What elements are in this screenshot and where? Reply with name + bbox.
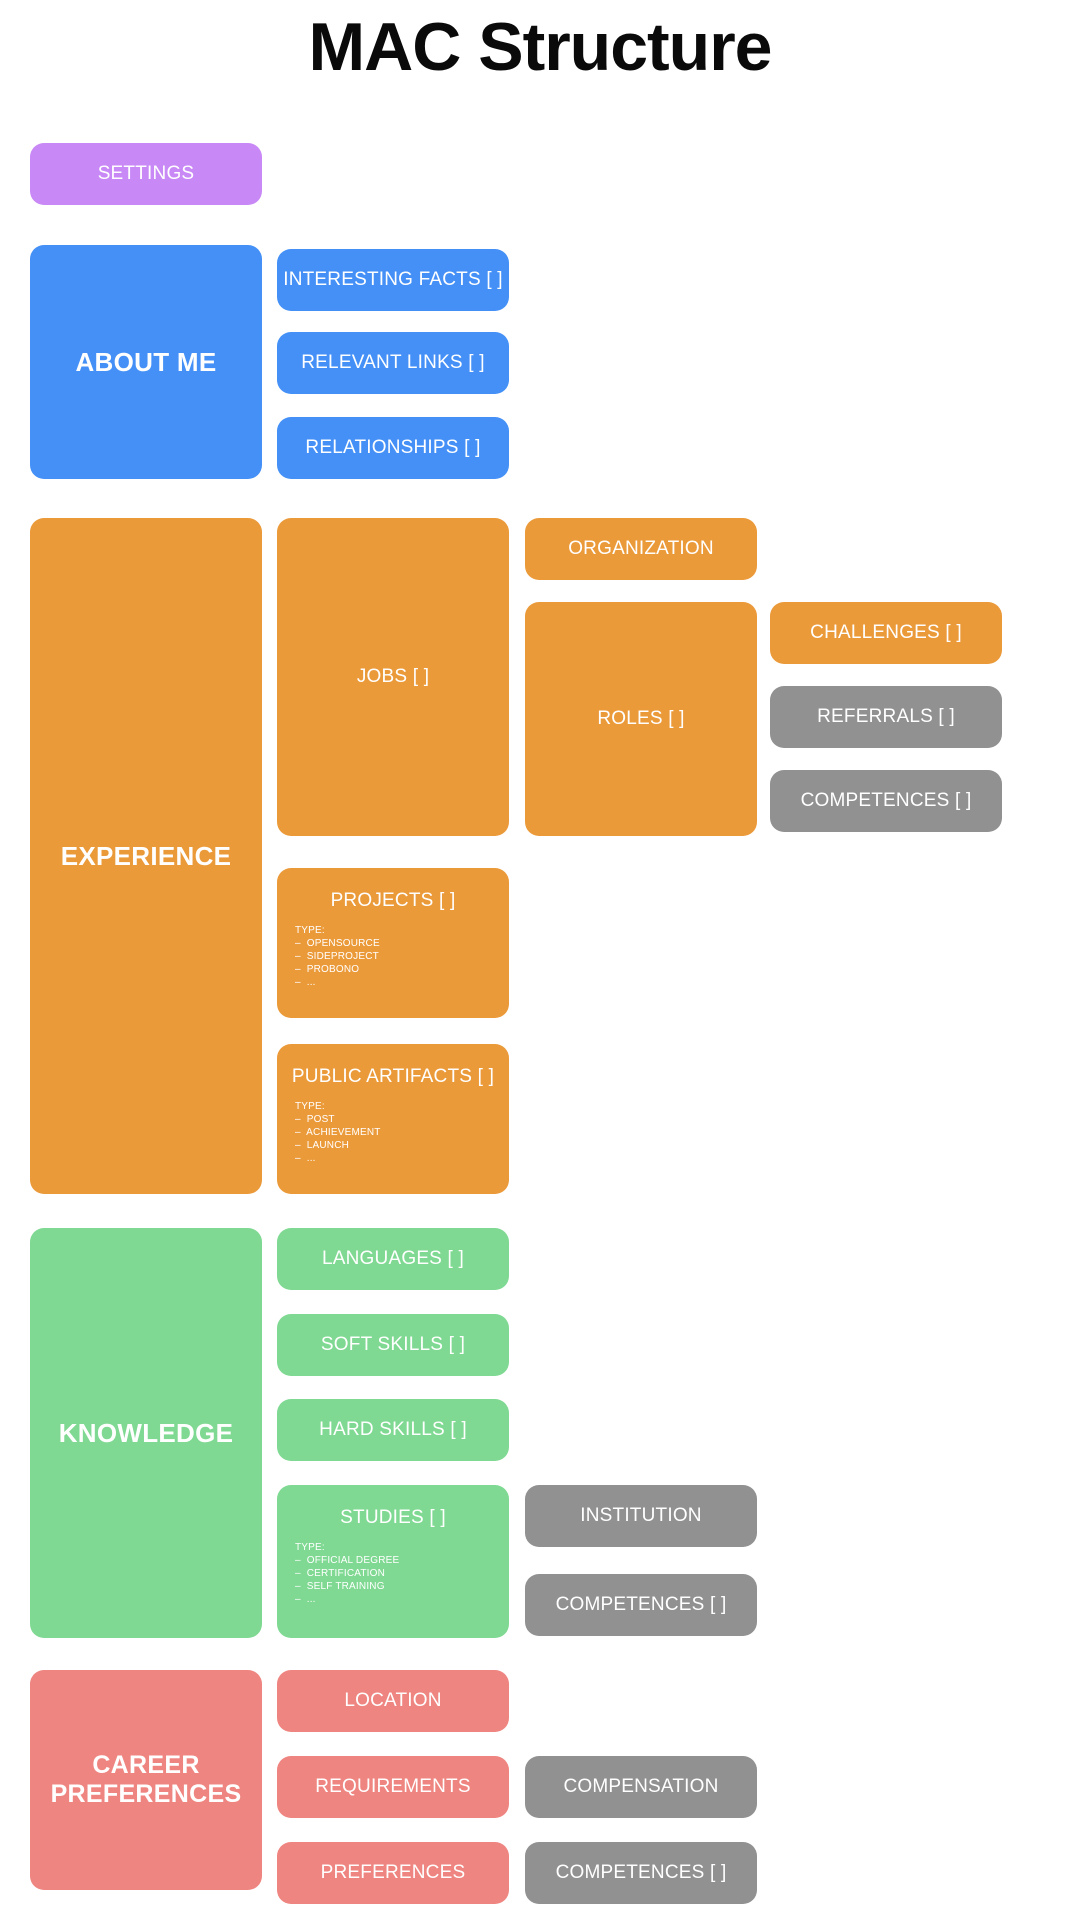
node-knowledge-label: KNOWLEDGE [58, 1417, 234, 1448]
node-public-artifacts-type-item: – POST [295, 1114, 335, 1125]
node-career-competences[interactable]: COMPETENCES [ ] [525, 1842, 757, 1904]
node-studies[interactable]: STUDIES [ ] TYPE: – OFFICIAL DEGREE – CE… [277, 1485, 509, 1638]
node-career-preferences-label: CAREER PREFERENCES [51, 1751, 242, 1810]
node-studies-type-label: TYPE: [295, 1542, 325, 1553]
node-career-preferences[interactable]: CAREER PREFERENCES [30, 1670, 262, 1890]
node-jobs[interactable]: JOBS [ ] [277, 518, 509, 836]
node-settings-label: SETTINGS [97, 162, 195, 184]
node-challenges-label: CHALLENGES [ ] [810, 622, 962, 643]
node-career-preferences-label-line2: PREFERENCES [50, 1780, 242, 1808]
node-public-artifacts-type-item: – ... [295, 1153, 316, 1164]
node-hard-skills[interactable]: HARD SKILLS [ ] [277, 1399, 509, 1461]
node-soft-skills-label: SOFT SKILLS [ ] [320, 1334, 466, 1355]
node-jobs-label: JOBS [ ] [356, 666, 430, 687]
node-studies-type-item: – ... [295, 1594, 316, 1605]
node-public-artifacts[interactable]: PUBLIC ARTIFACTS [ ] TYPE: – POST – ACHI… [277, 1044, 509, 1194]
node-public-artifacts-type-label: TYPE: [295, 1101, 325, 1112]
node-projects-type-item: – OPENSOURCE [295, 938, 380, 949]
node-roles[interactable]: ROLES [ ] [525, 602, 757, 836]
node-studies-type-list: TYPE: – OFFICIAL DEGREE – CERTIFICATION … [295, 1541, 399, 1606]
node-challenges[interactable]: CHALLENGES [ ] [770, 602, 1002, 664]
node-projects-label: PROJECTS [ ] [330, 890, 456, 911]
node-experience[interactable]: EXPERIENCE [30, 518, 262, 1194]
node-public-artifacts-type-item: – LAUNCH [295, 1140, 350, 1151]
node-experience-competences[interactable]: COMPETENCES [ ] [770, 770, 1002, 832]
node-knowledge[interactable]: KNOWLEDGE [30, 1228, 262, 1638]
node-projects-type-item: – SIDEPROJECT [295, 951, 379, 962]
node-preferences[interactable]: PREFERENCES [277, 1842, 509, 1904]
node-projects-type-item: – PROBONO [295, 964, 360, 975]
node-institution-label: INSTITUTION [580, 1505, 702, 1526]
node-public-artifacts-type-item: – ACHIEVEMENT [295, 1127, 381, 1138]
node-languages-label: LANGUAGES [ ] [322, 1248, 464, 1269]
node-organization[interactable]: ORGANIZATION [525, 518, 757, 580]
node-compensation-label: COMPENSATION [563, 1776, 719, 1797]
node-studies-label: STUDIES [ ] [340, 1507, 446, 1528]
node-knowledge-competences-label: COMPETENCES [ ] [555, 1594, 727, 1615]
node-relevant-links[interactable]: RELEVANT LINKS [ ] [277, 332, 509, 394]
node-roles-label: ROLES [ ] [597, 708, 685, 729]
node-relevant-links-label: RELEVANT LINKS [ ] [301, 352, 485, 373]
node-public-artifacts-type-list: TYPE: – POST – ACHIEVEMENT – LAUNCH – ..… [295, 1100, 381, 1165]
page-title: MAC Structure [308, 9, 772, 85]
node-relationships[interactable]: RELATIONSHIPS [ ] [277, 417, 509, 479]
node-experience-competences-label: COMPETENCES [ ] [800, 790, 972, 811]
node-hard-skills-label: HARD SKILLS [ ] [319, 1419, 467, 1440]
node-projects-type-item: – ... [295, 977, 316, 988]
node-studies-type-item: – OFFICIAL DEGREE [295, 1555, 400, 1566]
node-projects-type-list: TYPE: – OPENSOURCE – SIDEPROJECT – PROBO… [295, 924, 380, 989]
node-relationships-label: RELATIONSHIPS [ ] [305, 437, 481, 458]
node-languages[interactable]: LANGUAGES [ ] [277, 1228, 509, 1290]
node-soft-skills[interactable]: SOFT SKILLS [ ] [277, 1314, 509, 1376]
node-organization-label: ORGANIZATION [568, 538, 714, 559]
node-referrals[interactable]: REFERRALS [ ] [770, 686, 1002, 748]
node-experience-label: EXPERIENCE [60, 840, 232, 871]
node-knowledge-competences[interactable]: COMPETENCES [ ] [525, 1574, 757, 1636]
node-career-competences-label: COMPETENCES [ ] [555, 1862, 727, 1883]
node-interesting-facts-label: INTERESTING FACTS [ ] [283, 269, 503, 290]
node-requirements[interactable]: REQUIREMENTS [277, 1756, 509, 1818]
node-projects-type-label: TYPE: [295, 925, 325, 936]
node-about-me-label: ABOUT ME [75, 346, 217, 377]
node-location-label: LOCATION [344, 1690, 442, 1711]
node-career-preferences-label-line1: CAREER [92, 1750, 200, 1779]
node-requirements-label: REQUIREMENTS [315, 1776, 471, 1797]
node-public-artifacts-label: PUBLIC ARTIFACTS [ ] [291, 1066, 495, 1087]
node-compensation[interactable]: COMPENSATION [525, 1756, 757, 1818]
node-studies-type-item: – SELF TRAINING [295, 1581, 385, 1592]
node-studies-type-item: – CERTIFICATION [295, 1568, 386, 1579]
node-projects[interactable]: PROJECTS [ ] TYPE: – OPENSOURCE – SIDEPR… [277, 868, 509, 1018]
node-institution[interactable]: INSTITUTION [525, 1485, 757, 1547]
node-about-me[interactable]: ABOUT ME [30, 245, 262, 479]
node-interesting-facts[interactable]: INTERESTING FACTS [ ] [277, 249, 509, 311]
node-location[interactable]: LOCATION [277, 1670, 509, 1732]
node-preferences-label: PREFERENCES [320, 1862, 466, 1883]
node-settings[interactable]: SETTINGS [30, 143, 262, 205]
node-referrals-label: REFERRALS [ ] [817, 706, 955, 727]
